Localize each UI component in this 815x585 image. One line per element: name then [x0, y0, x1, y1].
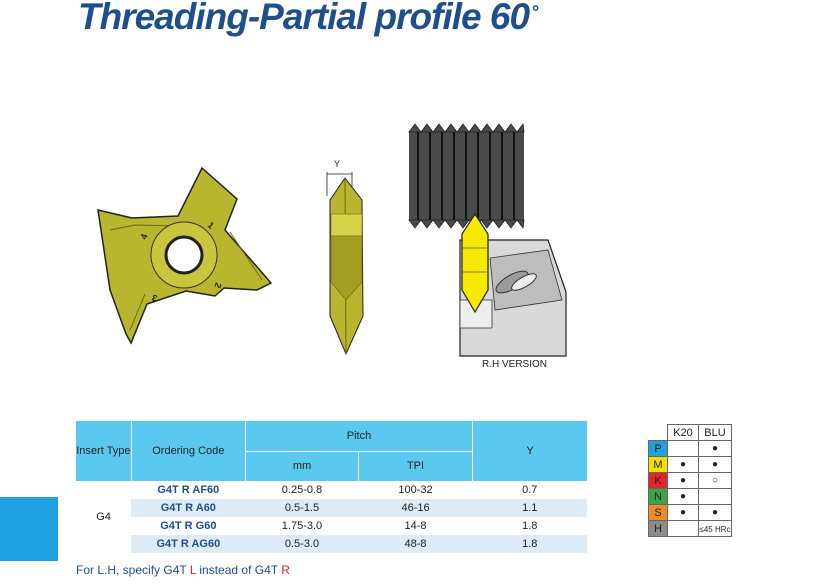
y-value: 0.7 — [472, 481, 587, 499]
grade-row: P ● — [648, 440, 732, 457]
header-mm: mm — [245, 451, 360, 482]
insert-illustrations: 1 2 3 4 — [97, 122, 567, 357]
grade-row: H ≤45 HRc — [648, 520, 732, 537]
insert-top-view: 1 2 3 4 — [97, 166, 273, 345]
insert-number-2: 2 — [212, 281, 223, 289]
title-text: Threading-Partial profile 60 — [78, 0, 530, 37]
grade-header-blu: BLU — [698, 424, 732, 441]
threading-assembly — [408, 122, 567, 357]
pitch-mm: 0.25-0.8 — [245, 481, 359, 499]
ordering-code: G4T R AG60 — [131, 535, 246, 553]
ordering-code: G4T R A60 — [131, 499, 246, 517]
y-value: 1.8 — [472, 535, 587, 553]
k20-cell — [667, 440, 699, 457]
y-value: 1.8 — [472, 517, 587, 535]
grade-row: M ● ● — [648, 456, 732, 473]
table-row: G4 G4T R AF60 0.25-0.8 100-32 0.7 — [76, 481, 587, 553]
insert-side-view — [326, 172, 364, 356]
ordering-table: Insert Type Ordering Code Pitch Y mm TPI… — [76, 421, 587, 553]
rh-version-label: R.H VERSION — [482, 359, 548, 370]
k20-cell: ● — [667, 504, 699, 521]
title-degree: ° — [531, 2, 538, 22]
header-insert-type: Insert Type — [76, 421, 132, 482]
k20-cell — [667, 520, 699, 537]
insert-number-3: 3 — [151, 292, 159, 303]
insert-number-4: 4 — [138, 233, 149, 241]
footnote-middle: instead of G4T — [196, 563, 282, 577]
material-k: K — [648, 472, 668, 489]
hardness-note: ≤45 HRc — [699, 524, 731, 534]
table-row: G4T R AG60 0.5-3.0 48-8 1.8 — [76, 535, 587, 553]
k20-cell: ● — [667, 472, 699, 489]
pitch-mm: 0.5-3.0 — [245, 535, 359, 553]
ordering-code: G4T R G60 — [131, 517, 246, 535]
material-n: N — [648, 488, 668, 505]
grade-table: K20 BLU P ● M ● ● K ● ○ N ● S ● ● H ≤45 … — [648, 424, 732, 537]
material-s: S — [648, 504, 668, 521]
pitch-mm: 1.75-3.0 — [245, 517, 359, 535]
ordering-code: G4T R AF60 — [131, 481, 246, 499]
material-p: P — [648, 440, 668, 457]
pitch-tpi: 48-8 — [358, 535, 473, 553]
header-ordering-code: Ordering Code — [131, 421, 246, 482]
side-tab-marker — [0, 497, 58, 561]
blu-cell: ● — [698, 456, 732, 473]
header-y: Y — [472, 421, 587, 482]
blu-cell: ○ — [698, 472, 732, 489]
grade-row: S ● ● — [648, 504, 732, 521]
insert-type-cell: G4 — [76, 481, 132, 553]
table-row: G4T R A60 0.5-1.5 46-16 1.1 — [76, 499, 587, 517]
material-m: M — [648, 456, 668, 473]
grade-row: K ● ○ — [648, 472, 732, 489]
footnote-r: R — [281, 563, 290, 577]
page-title: Threading-Partial profile 60° — [78, 0, 538, 38]
table-row: G4T R G60 1.75-3.0 14-8 1.8 — [76, 517, 587, 535]
grade-row: N ● — [648, 488, 732, 505]
footnote: For L.H, specify G4T L instead of G4T R — [76, 563, 290, 577]
k20-cell: ● — [667, 488, 699, 505]
y-value: 1.1 — [472, 499, 587, 517]
blu-cell — [698, 488, 732, 505]
dimension-y-label: Y — [334, 159, 341, 169]
header-pitch: Pitch — [245, 421, 474, 452]
pitch-tpi: 14-8 — [358, 517, 473, 535]
footnote-l: L — [189, 563, 197, 577]
pitch-mm: 0.5-1.5 — [245, 499, 359, 517]
insert-number-1: 1 — [206, 220, 216, 231]
blu-cell: ● — [698, 504, 732, 521]
blu-cell: ● — [698, 440, 732, 457]
grade-header-k20: K20 — [667, 424, 699, 441]
pitch-tpi: 46-16 — [358, 499, 473, 517]
material-h: H — [648, 520, 668, 537]
pitch-tpi: 100-32 — [358, 481, 473, 499]
k20-cell: ● — [667, 456, 699, 473]
footnote-prefix: For L.H, specify G4T — [76, 563, 190, 577]
header-tpi: TPI — [358, 451, 474, 482]
